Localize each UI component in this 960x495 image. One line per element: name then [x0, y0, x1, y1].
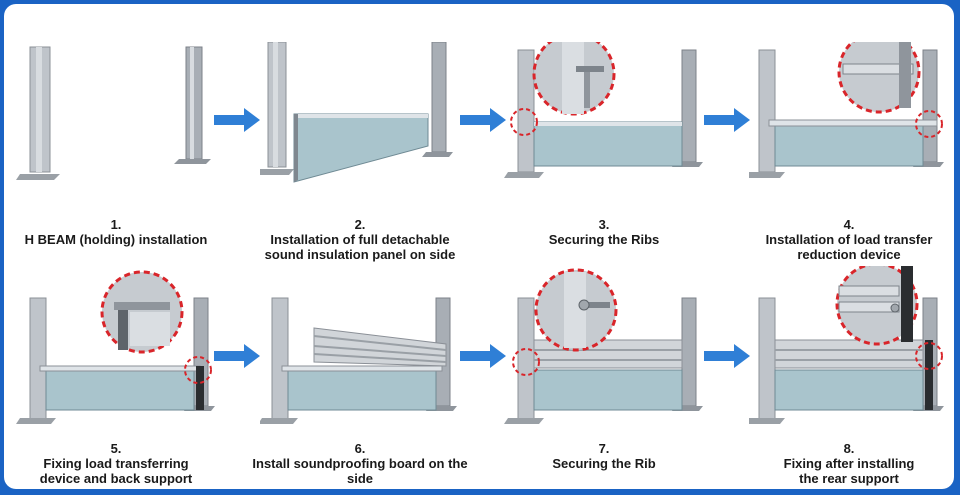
step-2-illustration	[260, 42, 453, 183]
step-7: 7. Securing the Rib	[504, 266, 704, 489]
step-8-caption: 8. Fixing after installing the rear supp…	[729, 441, 954, 486]
sound-insulation-panel	[39, 365, 204, 411]
arrow-right-icon	[460, 108, 506, 132]
step-text: Securing the Ribs	[548, 232, 660, 247]
h-beam-left	[504, 49, 544, 178]
step-number: 2.	[354, 217, 366, 232]
step-number: 4.	[843, 217, 855, 232]
step-text: Fixing after installing	[783, 456, 915, 471]
h-beam-left	[749, 49, 785, 178]
step-1: 1. H BEAM (holding) installation	[16, 42, 216, 282]
step-5: 5. Fixing load transferring device and b…	[16, 266, 216, 489]
sound-insulation-panel	[533, 121, 683, 167]
step-6: 6. Install soundproofing board on the si…	[252, 266, 468, 489]
step-6-illustration	[260, 297, 457, 424]
step-5-illustration	[16, 270, 215, 424]
step-number: 7.	[598, 441, 610, 456]
step-text: reduction device	[797, 247, 901, 262]
step-7-caption: 7. Securing the Rib	[484, 441, 724, 471]
step-text: Installation of load transfer	[765, 232, 933, 247]
callout-ring-small	[915, 342, 943, 370]
callout-ring-small	[512, 348, 540, 376]
sound-insulation-panel	[768, 119, 938, 167]
arrow-right-icon	[460, 344, 506, 368]
step-text: sound insulation panel on side	[264, 247, 456, 262]
arrow-right-icon	[214, 344, 260, 368]
arrow-right-icon	[704, 108, 750, 132]
detail-zoom	[532, 42, 616, 116]
step-8: 8. Fixing after installing the rear supp…	[749, 266, 949, 489]
callout-ring-small	[184, 356, 212, 384]
step-5-caption: 5. Fixing load transferring device and b…	[4, 441, 236, 486]
detail-zoom	[835, 266, 919, 346]
sound-insulation-panel	[293, 113, 429, 183]
step-4-caption: 4. Installation of load transfer reducti…	[729, 217, 954, 262]
arrow-right-icon	[214, 108, 260, 132]
step-4: 4. Installation of load transfer reducti…	[749, 42, 949, 282]
step-text: device and back support	[39, 471, 193, 486]
step-3-caption: 3. Securing the Ribs	[484, 217, 724, 247]
step-6-caption: 6. Install soundproofing board on the si…	[240, 441, 480, 486]
step-2-caption: 2. Installation of full detachable sound…	[240, 217, 480, 262]
callout-ring-small	[510, 108, 538, 136]
detail-zoom	[534, 268, 618, 352]
step-number: 6.	[354, 441, 366, 456]
step-text: H BEAM (holding) installation	[24, 232, 208, 247]
step-text: the rear support	[799, 471, 899, 486]
step-text: Install soundproofing board on the side	[252, 456, 468, 486]
step-2: 2. Installation of full detachable sound…	[260, 42, 460, 282]
step-4-illustration	[749, 42, 944, 178]
step-1-caption: 1. H BEAM (holding) installation	[4, 217, 236, 247]
h-beam-left	[260, 297, 298, 424]
detail-zoom	[837, 42, 921, 114]
h-beam-left	[260, 42, 294, 175]
sound-insulation-panel	[774, 339, 933, 411]
step-1-illustration	[16, 46, 211, 180]
step-number: 1.	[110, 217, 122, 232]
sound-insulation-panel	[281, 365, 443, 411]
step-text: Installation of full detachable	[270, 232, 450, 247]
arrow-right-icon	[704, 344, 750, 368]
h-beam-left	[16, 297, 56, 424]
h-beam-left	[16, 46, 60, 180]
step-7-illustration	[504, 268, 703, 424]
sound-insulation-panel	[533, 339, 683, 411]
h-beam-right	[174, 46, 211, 164]
step-number: 5.	[110, 441, 122, 456]
callout-ring-small	[915, 110, 943, 138]
diagram-frame: 1. H BEAM (holding) installation 2. Inst…	[4, 4, 954, 489]
soundproofing-board	[313, 327, 447, 367]
detail-zoom	[100, 270, 184, 354]
h-beam-right	[422, 42, 453, 157]
step-text: Securing the Rib	[552, 456, 656, 471]
step-3: 3. Securing the Ribs	[504, 42, 704, 282]
step-number: 3.	[598, 217, 610, 232]
step-number: 8.	[843, 441, 855, 456]
h-beam-left	[749, 297, 785, 424]
step-text: Fixing load transferring	[43, 456, 189, 471]
step-3-illustration	[504, 42, 703, 178]
step-8-illustration	[749, 266, 944, 424]
